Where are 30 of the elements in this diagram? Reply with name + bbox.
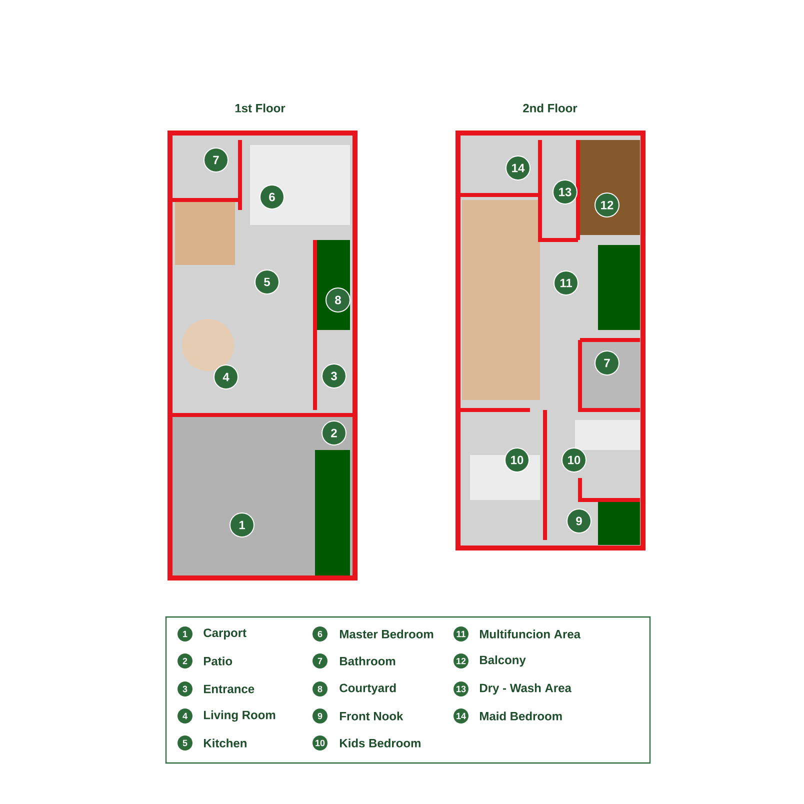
- legend-label: Front Nook: [340, 712, 404, 720]
- legend-label: Patio: [204, 656, 232, 666]
- legend-number: 3: [178, 682, 192, 696]
- legend-label: Carport: [204, 628, 246, 640]
- legend-label: Kids Bedroom: [340, 738, 420, 748]
- legend-label: Bathroom: [340, 656, 396, 666]
- floor-title: 2nd Floor: [523, 104, 578, 112]
- legend-number: 9: [312, 708, 328, 724]
- legend-number: 8: [312, 682, 328, 696]
- legend-number: 5: [178, 736, 192, 750]
- legend-label: Master Bedroom: [340, 630, 434, 638]
- legend-label: Balcony: [480, 655, 526, 667]
- legend-number: 13: [454, 682, 468, 696]
- legend-label: Entrance: [204, 684, 254, 694]
- legend-label: Kitchen: [204, 738, 246, 748]
- legend-label: Multifuncion Area: [480, 630, 581, 638]
- legend-number: 11: [454, 626, 468, 642]
- legend-label: Dry - Wash Area: [480, 683, 572, 695]
- legend-label: Living Room: [204, 710, 276, 722]
- legend-number: 6: [312, 626, 328, 642]
- legend-number: 2: [178, 654, 192, 668]
- floor-title: 1st Floor: [235, 104, 286, 112]
- legend-label: Courtyard: [340, 683, 396, 695]
- legend-number: 12: [454, 654, 468, 668]
- legend-label: Maid Bedroom: [480, 712, 562, 720]
- legend-number: 10: [312, 736, 328, 750]
- legend-number: 4: [178, 708, 192, 724]
- legend-number: 7: [312, 654, 328, 668]
- legend-number: 14: [454, 708, 468, 724]
- legend-number: 1: [178, 626, 192, 642]
